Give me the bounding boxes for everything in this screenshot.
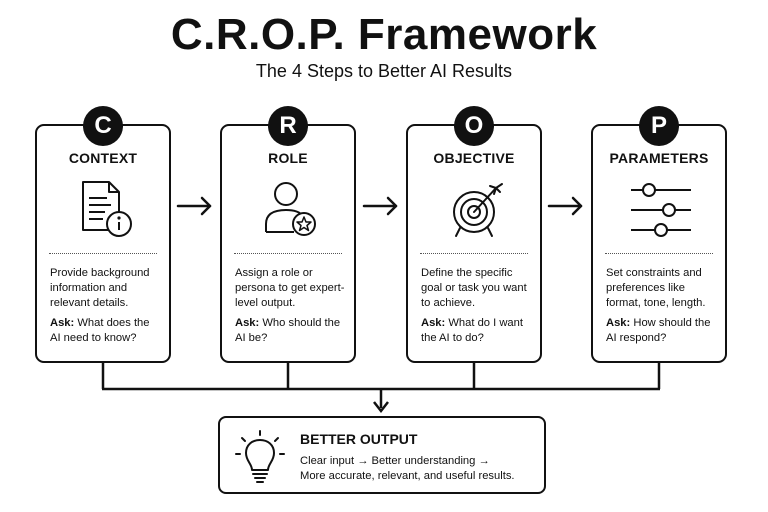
step-letter-badge: O	[454, 106, 494, 146]
output-line-1: Clear input → Better understanding →	[300, 455, 490, 467]
step-letter-badge: C	[83, 106, 123, 146]
divider	[234, 253, 342, 254]
step-letter-badge: P	[639, 106, 679, 146]
step-card-parameters: P PARAMETERS Set constraints and prefere…	[591, 106, 727, 363]
step-title: CONTEXT	[68, 150, 138, 166]
step-description: Define the specific goal or task you wan…	[421, 267, 527, 309]
output-title: BETTER OUTPUT	[300, 431, 418, 447]
step-ask: Ask: What does the AI need to know?	[50, 317, 150, 344]
divider	[49, 253, 157, 254]
step-ask: Ask: Who should the AI be?	[235, 317, 341, 344]
lightbulb-icon	[235, 430, 285, 483]
step-letter-badge: R	[268, 106, 308, 146]
arrow-right-icon	[362, 196, 398, 216]
step-description: Provide background information and relev…	[50, 267, 150, 309]
target-arrow-icon	[453, 183, 503, 237]
step-card-role: R ROLE Assign a role or persona to get e…	[220, 106, 356, 363]
person-star-icon	[265, 182, 316, 236]
arrow-right-icon	[176, 196, 212, 216]
step-card-objective: O OBJECTIVE Define the specific goal or …	[406, 106, 542, 363]
step-title: ROLE	[268, 150, 308, 166]
step-title: OBJECTIVE	[433, 150, 515, 166]
page-title: C.R.O.P. Framework	[170, 10, 598, 59]
output-text: Clear input → Better understanding → Mor…	[300, 454, 540, 484]
divider	[420, 253, 528, 254]
step-ask: Ask: What do I want the AI to do?	[421, 317, 523, 344]
arrow-right-icon	[547, 196, 583, 216]
document-info-icon	[82, 181, 132, 237]
divider	[605, 253, 713, 254]
step-card-context: C CONTEXT Provide background information…	[35, 106, 171, 363]
step-description: Assign a role or persona to get expert-l…	[235, 267, 345, 309]
better-output-box: BETTER OUTPUT Clear input → Better under…	[218, 416, 546, 494]
sliders-icon	[631, 183, 691, 237]
step-description: Set constraints and preferences like for…	[606, 267, 706, 309]
page-subtitle: The 4 Steps to Better AI Results	[255, 61, 513, 81]
output-line-2: More accurate, relevant, and useful resu…	[300, 470, 515, 482]
step-ask: Ask: How should the AI respond?	[606, 317, 711, 344]
step-title: PARAMETERS	[609, 150, 709, 166]
